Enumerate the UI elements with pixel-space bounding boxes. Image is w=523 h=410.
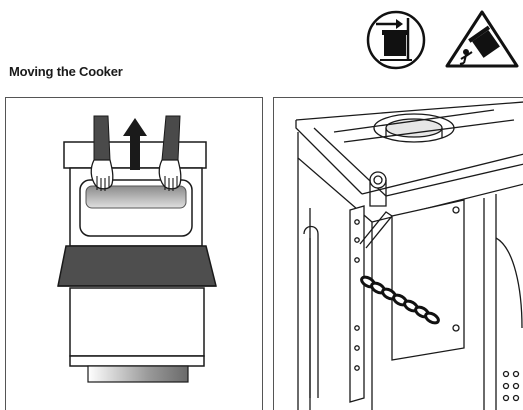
warning-icons [362,8,522,72]
lifting-cooker-illustration [57,115,217,383]
chain-figure-panel [273,97,523,410]
section-heading: Moving the Cooker [9,64,123,79]
move-cooker-safety-icon [366,10,426,70]
tip-over-hazard-icon [445,10,519,68]
stability-chain [360,275,440,325]
lift-up-arrow [123,118,147,170]
anti-tip-chain-illustration [295,101,523,410]
lifting-figure-panel [5,97,263,410]
